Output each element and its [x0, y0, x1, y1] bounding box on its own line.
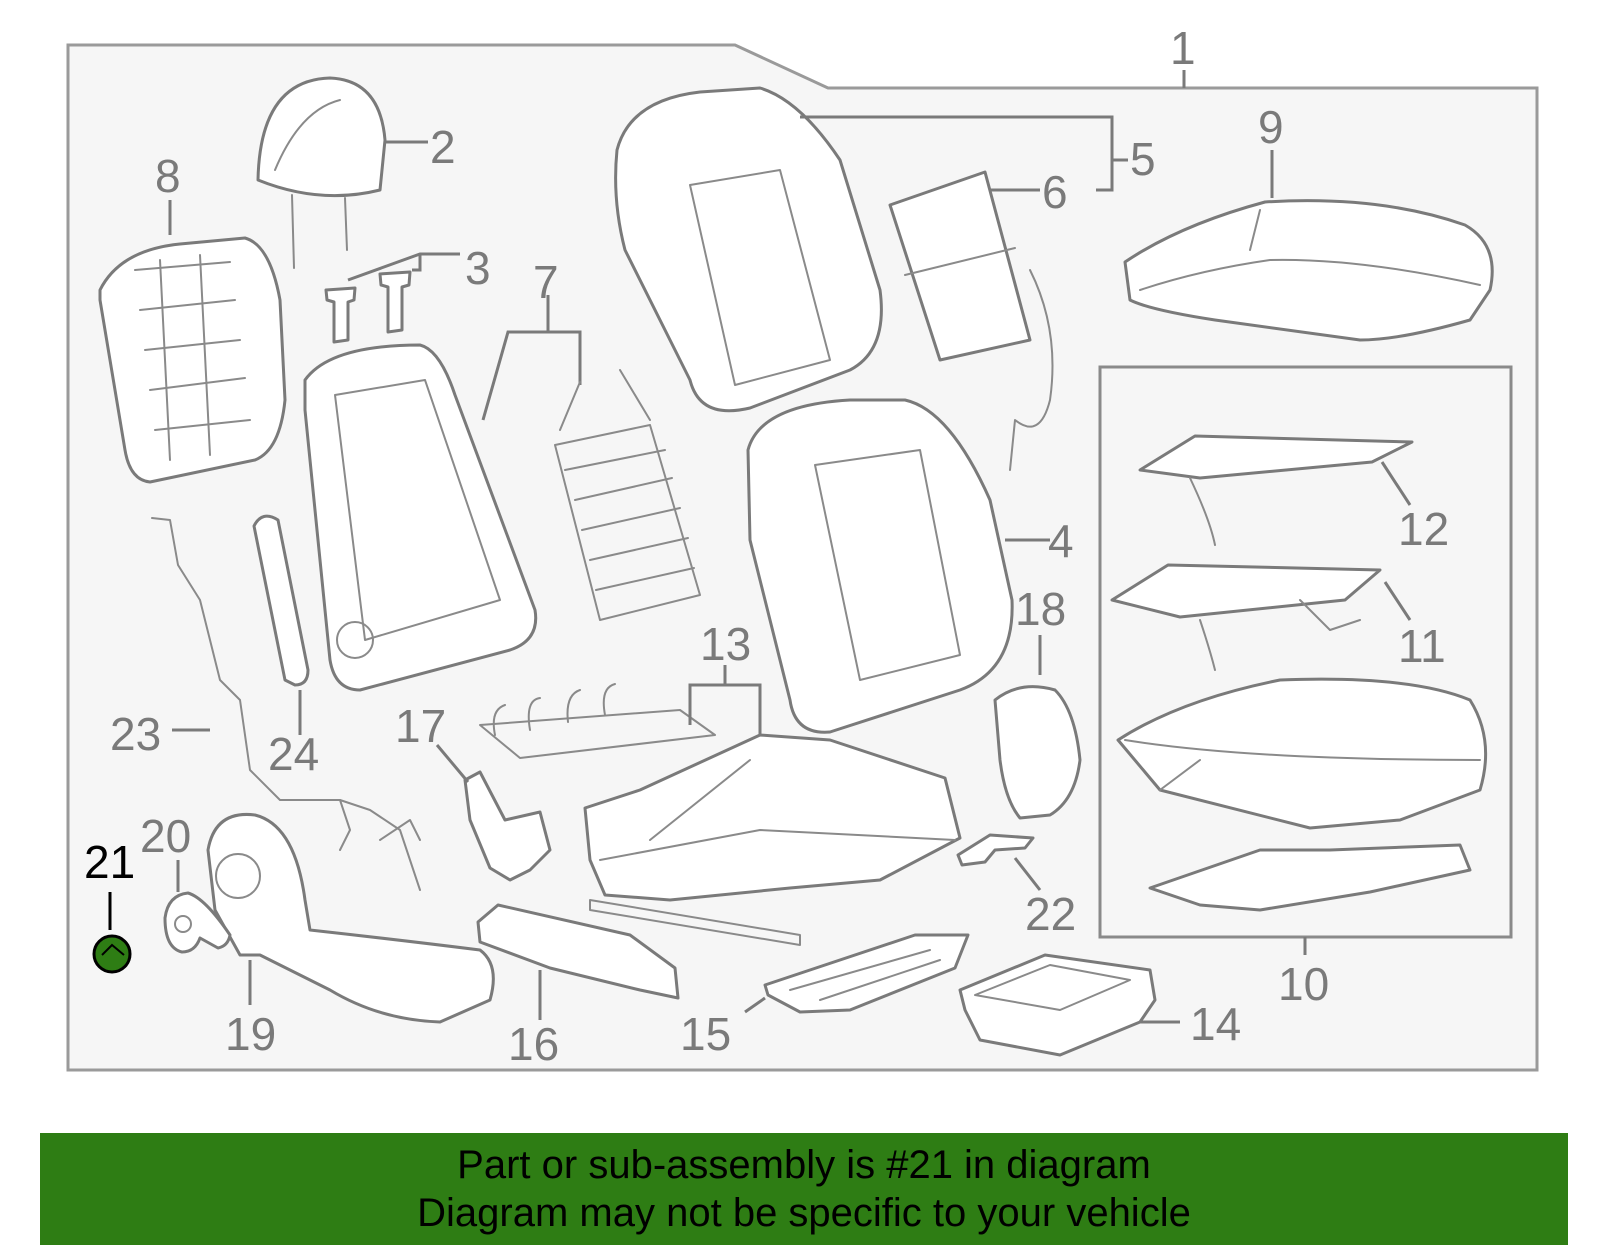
part-3-headrest-guides [324, 270, 412, 344]
callout-19: 19 [225, 1008, 276, 1060]
callout-11: 11 [1398, 620, 1446, 672]
leader-12 [1380, 461, 1412, 506]
part-10-cushion-pad [1116, 677, 1488, 830]
part-7-suspension [554, 369, 701, 621]
callout-8: 8 [155, 150, 181, 202]
leader-5 [800, 115, 1128, 192]
part-23-wire-harness [151, 517, 421, 891]
callout-10: 10 [1278, 958, 1329, 1010]
part-6-heater-pad [888, 170, 1054, 471]
part-13-cushion-frame [583, 733, 962, 946]
banner-line-1: Part or sub-assembly is #21 in diagram [457, 1143, 1151, 1187]
part-4-back-pad [746, 398, 1014, 734]
callout-4: 4 [1048, 515, 1074, 567]
callout-17: 17 [395, 700, 446, 752]
part-9-cushion-cover [1123, 199, 1494, 342]
leader-15 [744, 996, 766, 1014]
callout-6: 6 [1042, 166, 1068, 218]
leader-7 [481, 295, 582, 421]
callout-12: 12 [1398, 503, 1449, 555]
callout-24: 24 [268, 728, 319, 780]
leader-22 [1013, 857, 1042, 891]
part-22-bracket [956, 833, 1035, 867]
callout-22: 22 [1025, 888, 1076, 940]
part-12-sensor-mat [1138, 434, 1414, 546]
callout-2: 2 [430, 121, 456, 173]
callout-23: 23 [110, 708, 161, 760]
leader-13 [688, 665, 762, 735]
callout-18: 18 [1015, 583, 1066, 635]
callout-5: 5 [1130, 133, 1156, 185]
part-8-back-panel [98, 236, 287, 484]
callout-14: 14 [1190, 998, 1241, 1050]
banner-line-2: Diagram may not be specific to your vehi… [417, 1191, 1191, 1235]
part-18-side-cover [993, 685, 1082, 820]
part-16-trim-panel [476, 903, 680, 1000]
callout-13: 13 [700, 618, 751, 670]
info-banner: Part or sub-assembly is #21 in diagram D… [40, 1133, 1568, 1245]
callout-3: 3 [465, 242, 491, 294]
callout-7: 7 [533, 256, 559, 308]
part-21-highlighted [92, 934, 132, 974]
callout-9: 9 [1258, 101, 1284, 153]
part-11-sensor-mat [1110, 563, 1382, 671]
callout-21: 21 [84, 836, 135, 888]
callout-1: 1 [1170, 22, 1196, 74]
callout-16: 16 [508, 1018, 559, 1070]
part-15-bracket [763, 933, 970, 1014]
part-13-wire-mat [479, 683, 716, 759]
part-19-side-shield [206, 812, 495, 1024]
callout-15: 15 [680, 1008, 731, 1060]
part-10-cushion-pan [1148, 843, 1472, 912]
leader-3 [347, 252, 460, 282]
leader-17 [435, 744, 470, 783]
part-20-handle [163, 891, 232, 954]
part-5-back-cover [614, 86, 883, 413]
part-24-side-panel [252, 514, 310, 687]
part-17-recliner-bracket [463, 770, 552, 882]
part-7-back-frame [303, 343, 538, 692]
callout-20: 20 [140, 810, 191, 862]
part-2-headrest [256, 76, 387, 269]
leader-11 [1383, 581, 1412, 621]
part-14-storage-tray [958, 953, 1157, 1057]
